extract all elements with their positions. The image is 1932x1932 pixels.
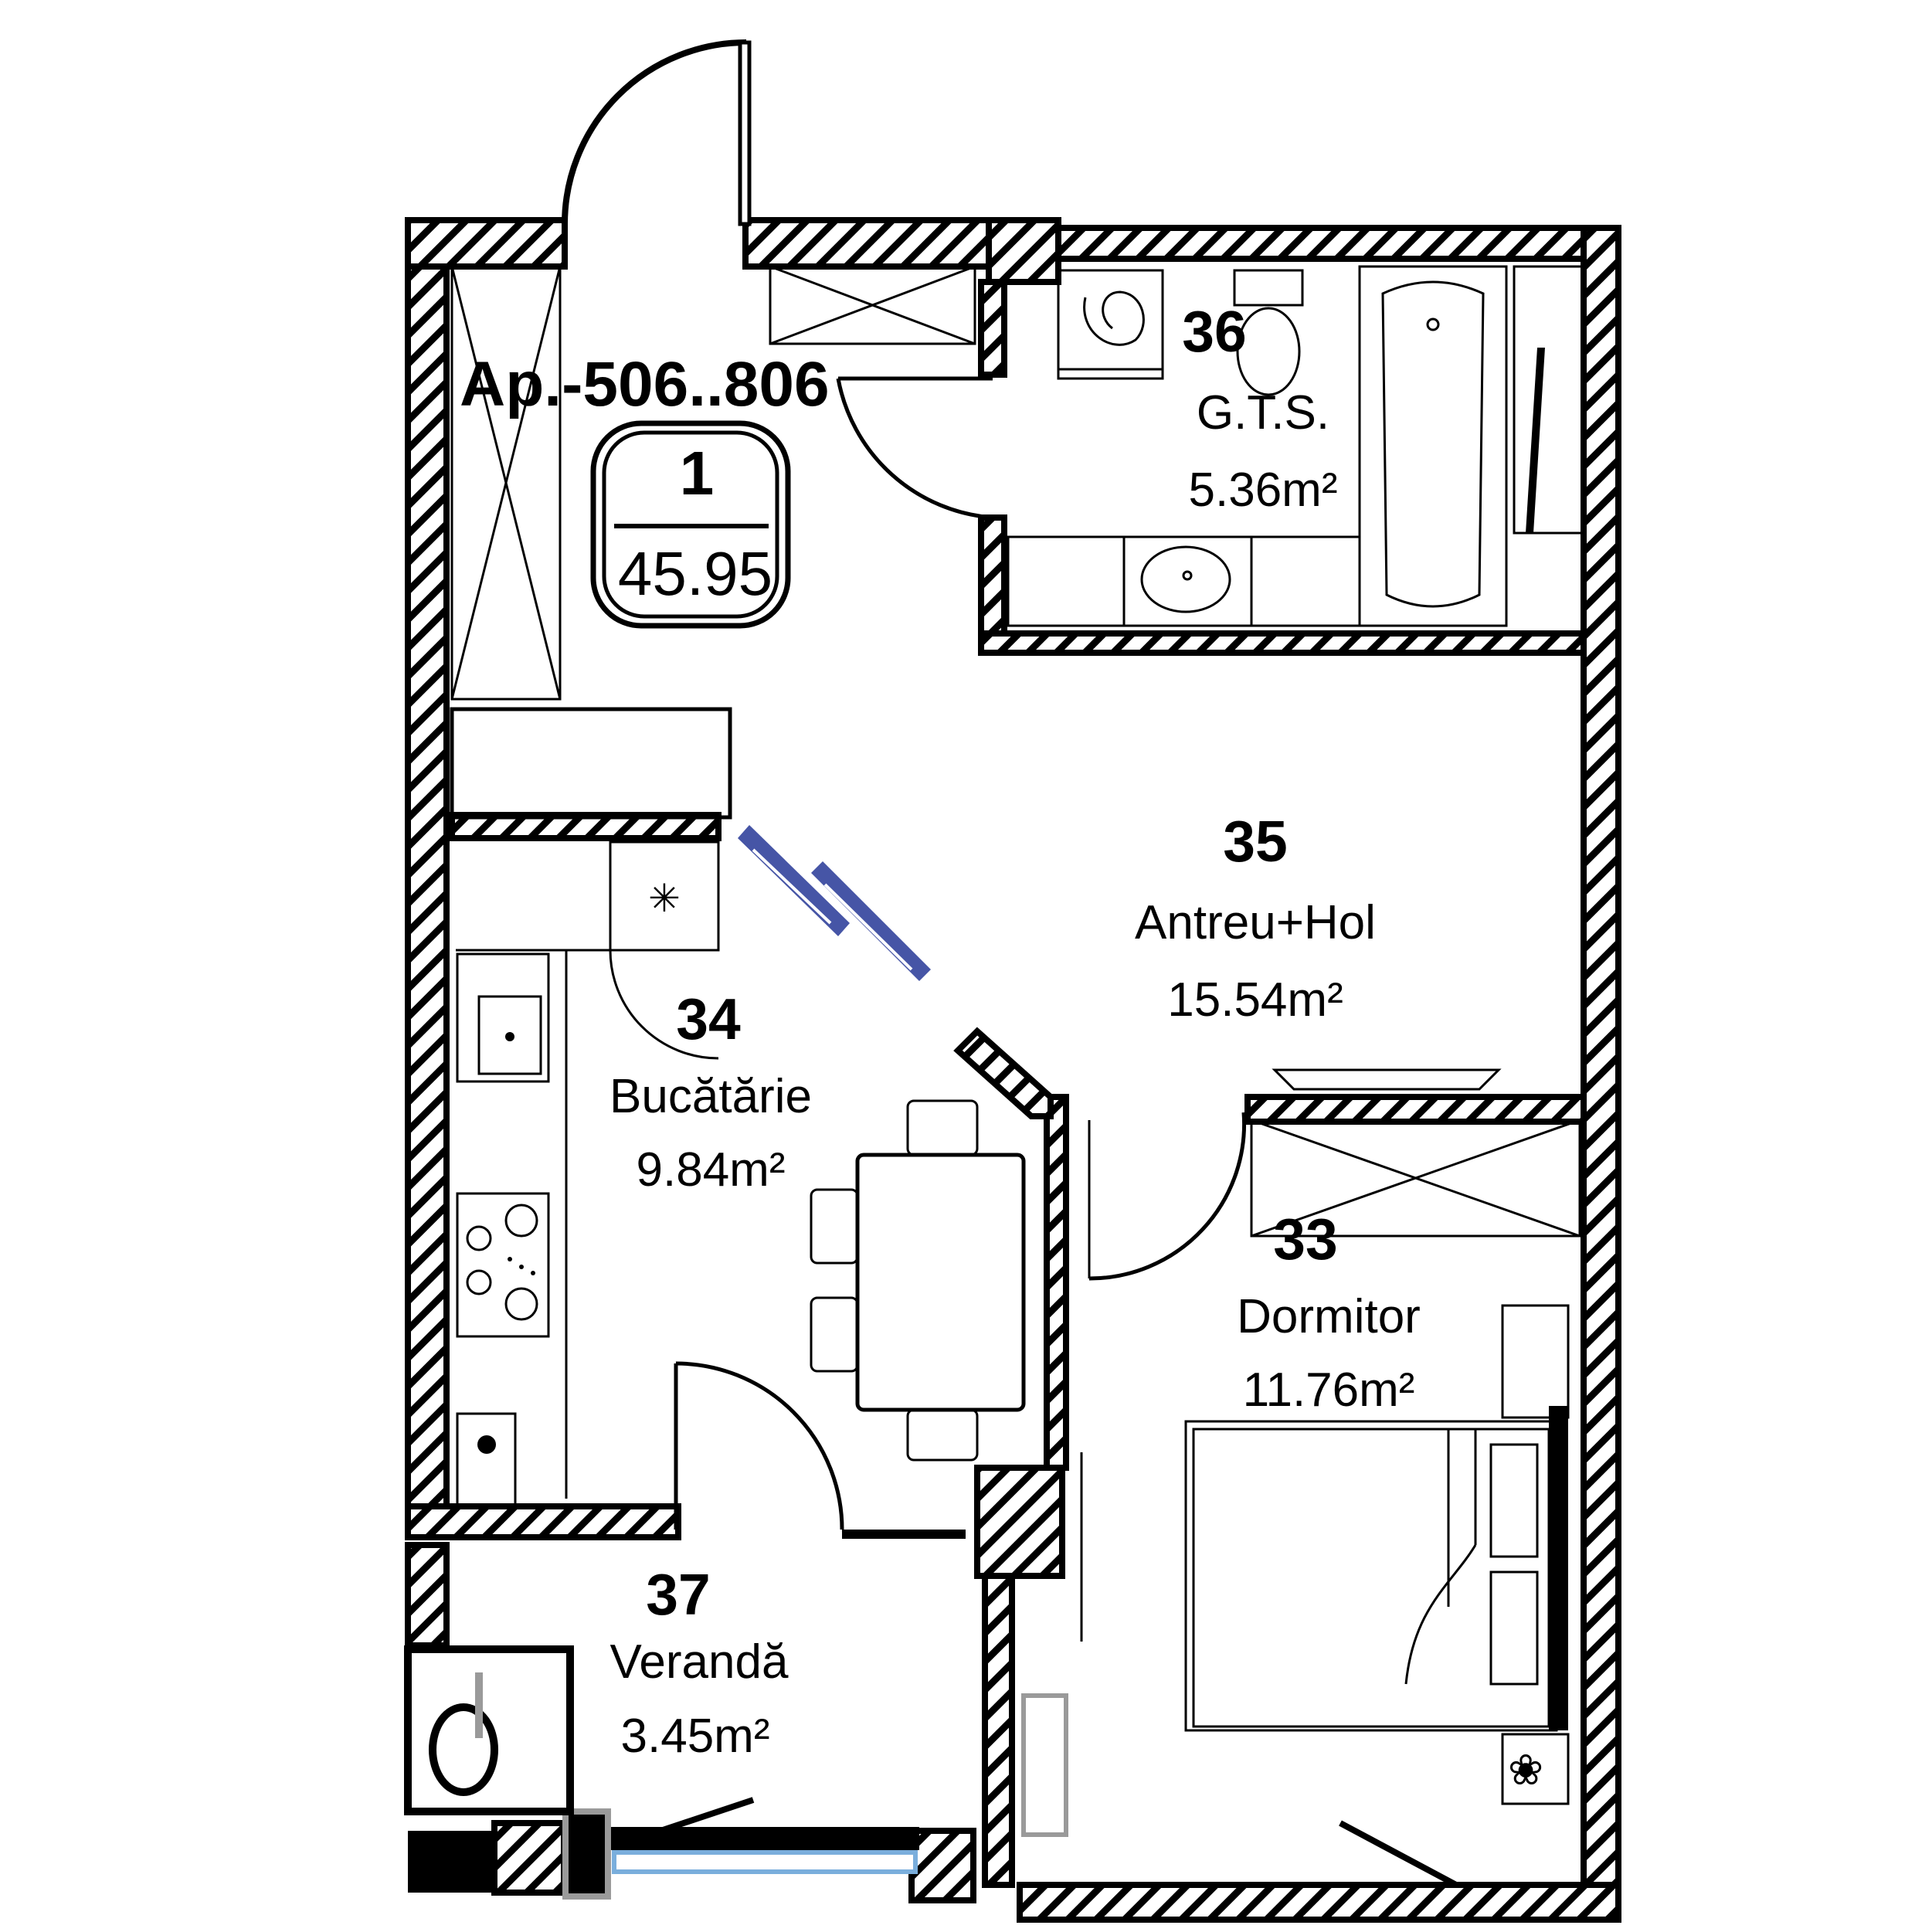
washbasin-icon (1007, 535, 1361, 627)
room-34: 34 Bucătărie 9.84m² (609, 986, 812, 1197)
apartment-badge: 1 45.95 (590, 420, 791, 629)
badge-number: 1 (680, 439, 715, 508)
bed-icon (1184, 1406, 1568, 1732)
kitchen-sink-icon (456, 952, 550, 1083)
washing-machine-veranda (404, 1645, 574, 1893)
radiator (1021, 1452, 1083, 1837)
svg-text:34: 34 (676, 986, 741, 1051)
badge-total-area: 45.95 (618, 539, 772, 608)
plant-icon: ❀ (1508, 1746, 1543, 1794)
entrance-door[interactable] (562, 39, 752, 226)
room-36: 36 G.T.S. 5.36m² (1182, 299, 1337, 517)
toilet-icon (1233, 269, 1304, 396)
dining-table-icon (810, 1099, 1026, 1462)
outer-walls (405, 217, 1621, 1923)
closet-left (450, 265, 562, 701)
svg-text:36: 36 (1182, 299, 1246, 364)
veranda-door[interactable] (674, 1361, 844, 1530)
fridge (456, 1412, 517, 1508)
apartment-label: Ap.-506..806 (460, 349, 830, 419)
sliding-door-icon[interactable] (738, 825, 931, 981)
svg-text:3.45m²: 3.45m² (621, 1710, 770, 1763)
veranda-window (562, 1797, 919, 1900)
veranda-left-wall (405, 1542, 450, 1648)
bathroom-door[interactable] (836, 376, 993, 520)
svg-text:11.76m²: 11.76m² (1243, 1363, 1415, 1417)
svg-text:Antreu+Hol: Antreu+Hol (1135, 896, 1376, 949)
room-33: 33 Dormitor 11.76m² (1237, 1207, 1421, 1417)
washing-machine-icon (1057, 269, 1164, 380)
svg-text:Dormitor: Dormitor (1237, 1290, 1421, 1343)
kitchen-counter: ✳ (456, 840, 720, 1499)
wardrobe-icon (1250, 1068, 1581, 1238)
svg-text:5.36m²: 5.36m² (1189, 463, 1338, 517)
svg-text:35: 35 (1223, 809, 1287, 874)
closet-top (769, 265, 976, 345)
bedroom-door[interactable] (1088, 1112, 1247, 1281)
bathtub-icon (1358, 265, 1508, 627)
bath-shaft (1513, 265, 1585, 535)
interior-walls (405, 279, 1587, 1888)
svg-text:9.84m²: 9.84m² (637, 1143, 786, 1197)
svg-text:Bucătărie: Bucătărie (609, 1070, 812, 1123)
extractor-icon: ✳ (648, 877, 681, 920)
room-37: 37 Verandă 3.45m² (610, 1562, 789, 1763)
stove-icon (456, 1192, 550, 1338)
svg-text:Verandă: Verandă (610, 1635, 789, 1689)
svg-text:G.T.S.: G.T.S. (1197, 386, 1329, 440)
nightstand (1501, 1304, 1570, 1805)
svg-text:37: 37 (646, 1562, 710, 1627)
svg-text:15.54m²: 15.54m² (1167, 973, 1343, 1027)
room-35: 35 Antreu+Hol 15.54m² (1135, 809, 1376, 1027)
bedroom-window-opening (1339, 1820, 1458, 1888)
